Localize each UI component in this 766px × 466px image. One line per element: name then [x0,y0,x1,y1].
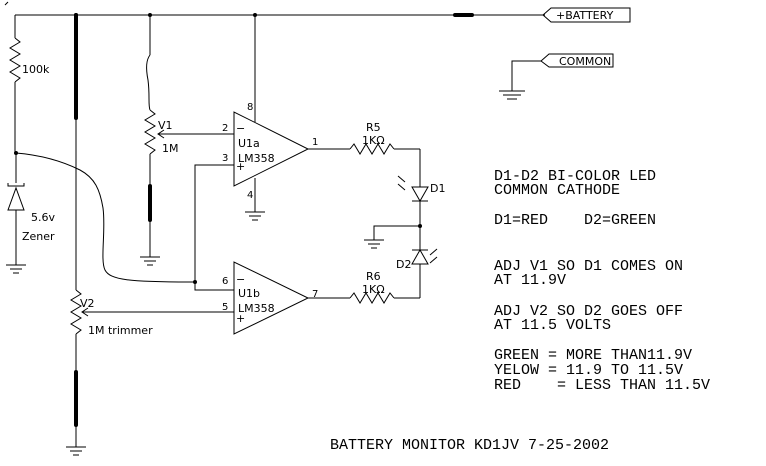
top-rail [4,1,545,17]
u1b-name: U1b [238,287,260,300]
pin-u1a-inv: 2 [222,123,228,134]
u1a-part: LM358 [238,152,275,165]
r5-value: 1KΩ [362,134,385,147]
v1-wiper [157,129,234,139]
op-amp-u1a: − + U1a LM358 2 3 1 [222,111,318,187]
u1a-name: U1a [238,137,260,150]
d2-name: D2 [396,258,411,271]
v2-wiper [81,307,234,317]
zener-diode: 5.6v Zener [7,153,55,265]
reference-wire [15,152,191,283]
note-line: ADJ V1 SO D1 COMES ON [494,258,683,275]
svg-text:−: − [236,273,245,286]
led-common-cathode [364,224,422,249]
note-line: GREEN = MORE THAN11.9V [494,347,692,364]
note-line: YELOW = 11.9 TO 11.5V [494,362,683,379]
r5-name: R5 [366,121,381,134]
note-line: ADJ V2 SO D2 GOES OFF [494,303,683,320]
r-top-value: 100k [22,63,50,76]
u1b-part: LM358 [238,302,275,315]
ground-symbol [6,264,26,274]
r6-name: R6 [366,270,381,283]
op-amp-u1b: − + U1b LM358 6 5 7 [222,261,318,335]
v2-value: 1M trimmer [88,324,153,337]
noninv-inverting-link [190,164,234,291]
pin-u1b-out: 7 [312,289,318,300]
v1-pot-branch: V1 1M [140,13,179,266]
battery-terminal-flag: +BATTERY [542,7,631,23]
note-line: D1-D2 BI-COLOR LED [494,168,656,185]
pin-u1b-noninv: 5 [222,302,228,313]
v2-trimmer-branch: V2 1M trimmer [66,13,153,456]
svg-text:+: + [236,312,245,325]
r6-value: 1KΩ [362,283,385,296]
note-line: D1=RED D2=GREEN [494,212,656,229]
resistor-r6: R6 1KΩ [308,270,420,304]
note-line: AT 11.9V [494,272,566,289]
battery-label: +BATTERY [556,9,614,22]
common-terminal-flag: COMMON [499,53,614,100]
led-d1: D1 [397,149,445,226]
note-line: RED = LESS THAN 11.5V [494,377,710,394]
resistor-r5: R5 1KΩ [308,121,420,155]
v2-name: V2 [80,297,95,310]
diagram-title: BATTERY MONITOR KD1JV 7-25-2002 [330,437,609,454]
pin-u1a-vcc: 8 [247,102,253,113]
d1-name: D1 [430,182,445,195]
v1-name: V1 [158,119,173,132]
pin-u1a-out: 1 [312,137,318,148]
note-line: COMMON CATHODE [494,182,620,199]
svg-text:−: − [236,122,245,135]
svg-text:+: + [236,160,245,173]
notes-block: D1-D2 BI-COLOR LED COMMON CATHODE D1=RED… [494,168,710,394]
common-label: COMMON [559,55,611,68]
resistor-100k: 100k [9,15,50,153]
pin-u1b-inv: 6 [222,276,228,287]
zener-value: 5.6v [31,211,55,224]
pin-u1a-noninv: 3 [222,153,228,164]
v1-value: 1M [162,142,179,155]
pin-u1a-gnd: 4 [247,190,253,201]
led-d2: D2 [396,226,438,298]
u1a-supply: 8 4 [245,13,265,221]
zener-name: Zener [22,230,55,243]
note-line: AT 11.5 VOLTS [494,317,611,334]
